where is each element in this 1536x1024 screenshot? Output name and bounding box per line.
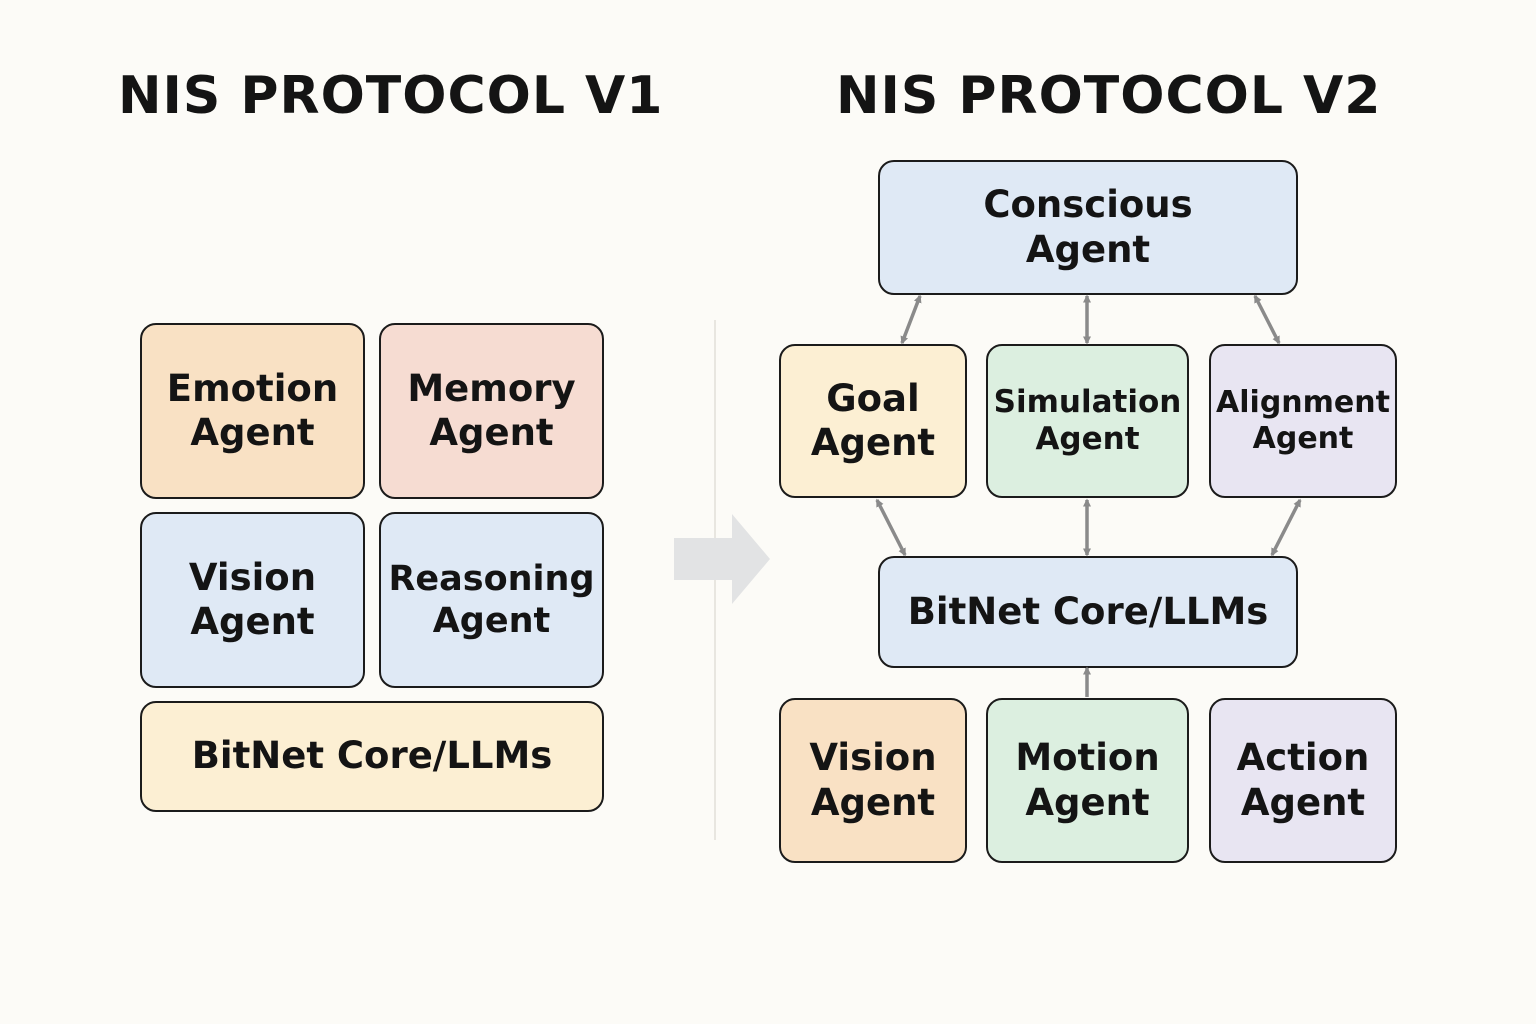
- edge-goal-agent-bitnet-core: [875, 498, 907, 557]
- edge-conscious-agent-goal-agent: [900, 294, 922, 345]
- v2-title: NIS PROTOCOL V2: [836, 66, 1382, 126]
- v2-bitnet-core-label: BitNet Core/LLMs: [907, 589, 1269, 633]
- v2-bitnet-core-box: BitNet Core/LLMs: [878, 556, 1298, 668]
- v1-to-v2-transition-arrow: [674, 514, 770, 604]
- v1-bitnet-core-label: BitNet Core/LLMs: [191, 734, 553, 778]
- edge-alignment-agent-bitnet-core: [1270, 498, 1302, 557]
- edge-conscious-agent-alignment-agent: [1253, 294, 1281, 345]
- v1-title: NIS PROTOCOL V1: [118, 66, 664, 126]
- v2-edge-layer: [875, 294, 1302, 697]
- v1-bitnet-core-box: BitNet Core/LLMs: [140, 701, 604, 812]
